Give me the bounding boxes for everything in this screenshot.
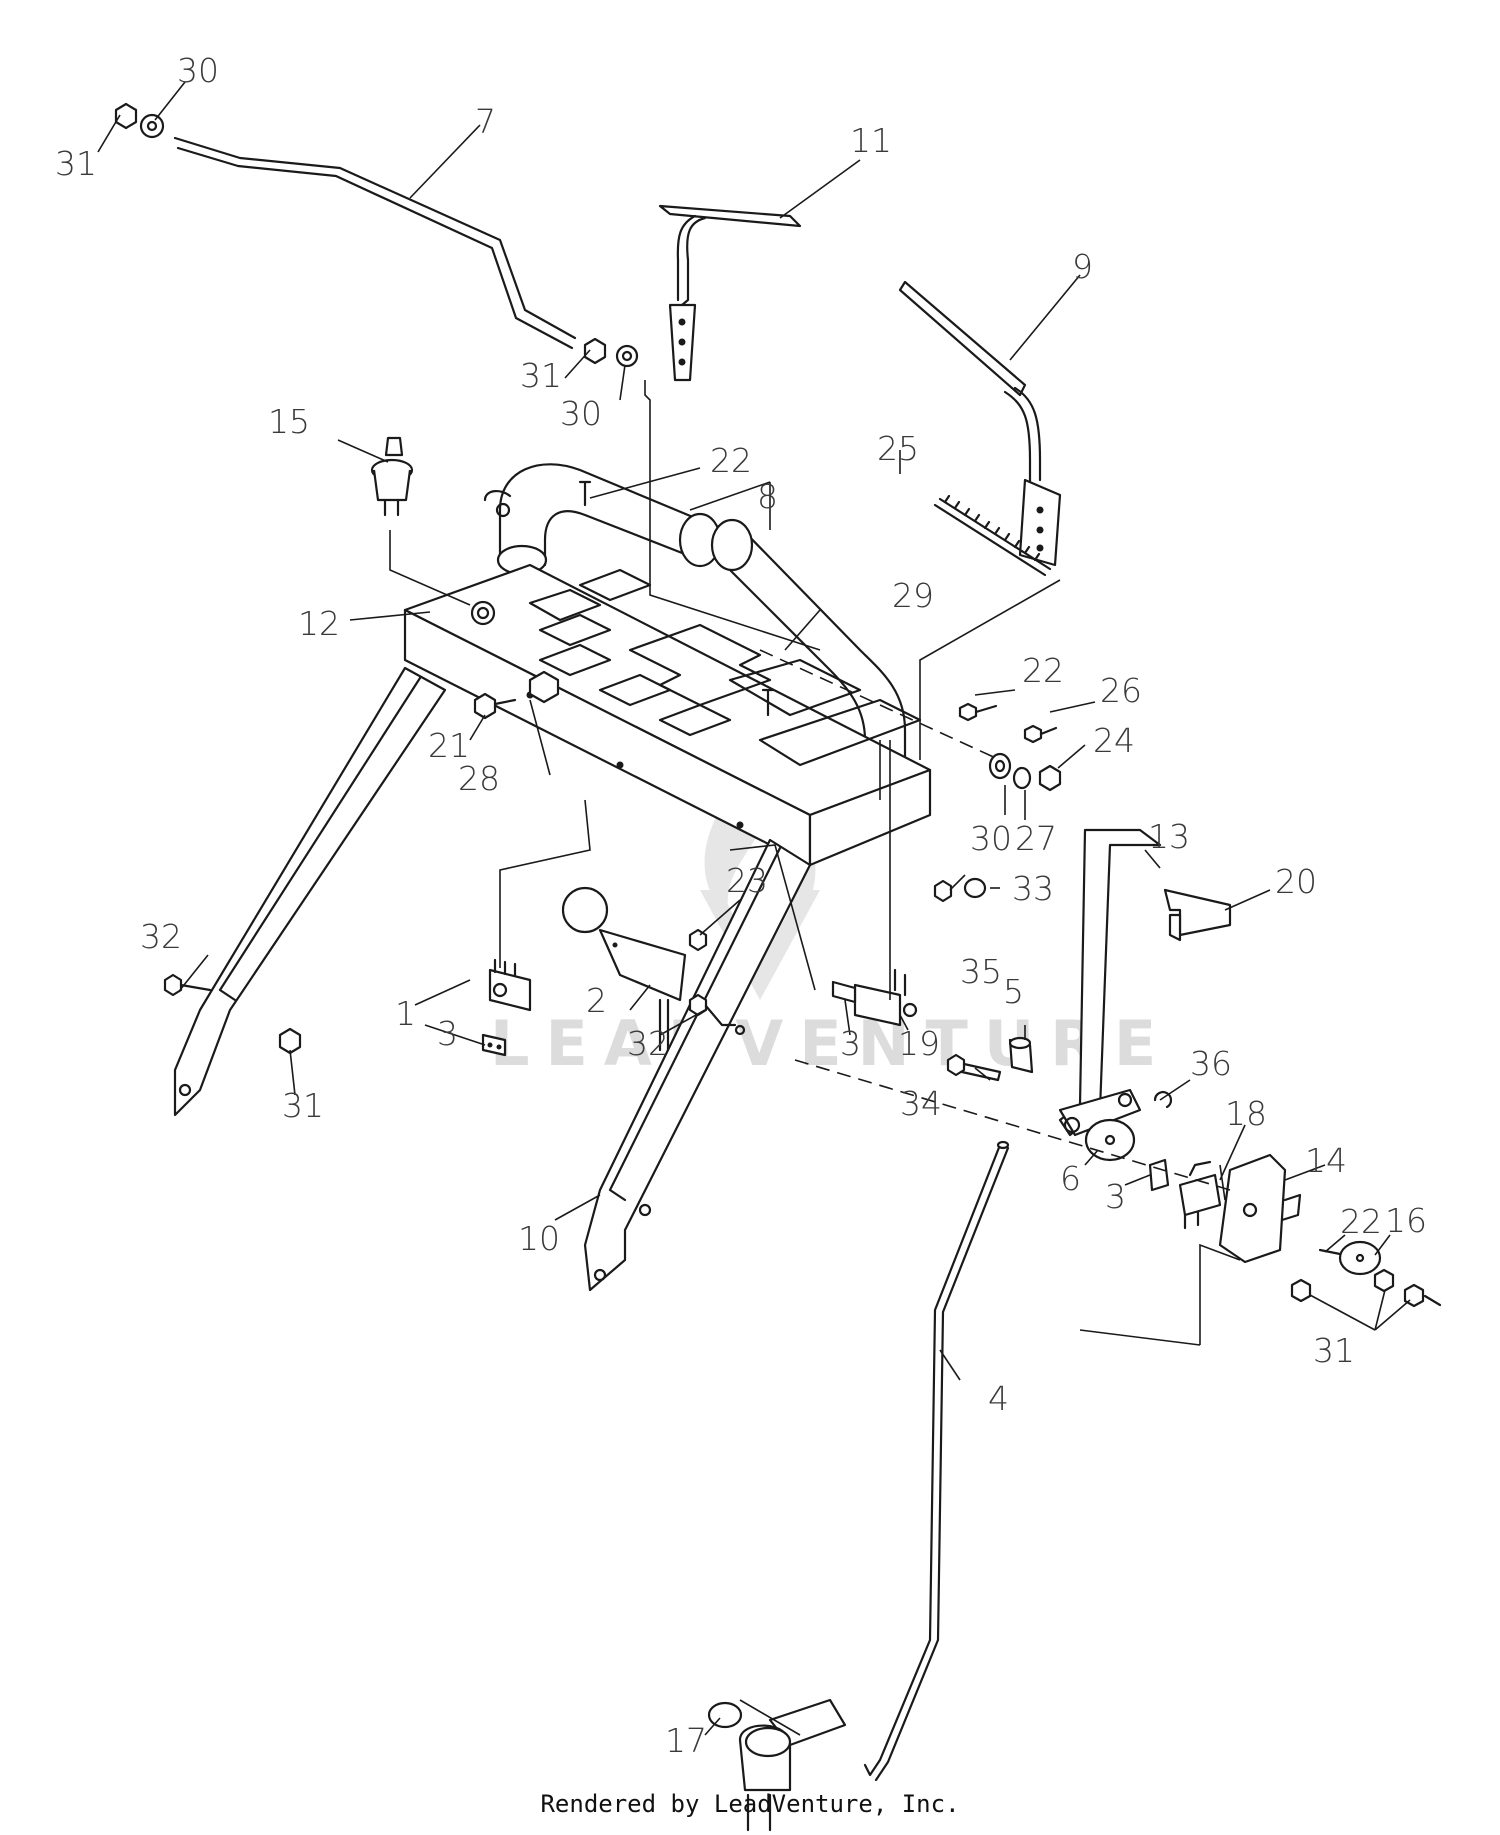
callout-label: 31: [1313, 1331, 1355, 1370]
callout-label: 24: [1093, 721, 1135, 760]
callout-label: 34: [900, 1084, 942, 1123]
callout-label: 26: [1100, 671, 1142, 710]
part-15-key-switch: [370, 436, 414, 517]
callout-label: 9: [1072, 247, 1093, 286]
callout-label: 5: [1003, 972, 1024, 1011]
callout-label: 22: [710, 441, 752, 480]
callout-label: 13: [1148, 817, 1190, 856]
callout-label: 3: [1105, 1177, 1126, 1216]
callout-label: 12: [298, 604, 340, 643]
callout-label: 32: [140, 917, 182, 956]
part-23-nut: [688, 928, 708, 952]
callout-label: 3: [437, 1014, 458, 1053]
part-32-bolts: [163, 973, 746, 1036]
part-18-switch: [1178, 1160, 1222, 1230]
part-20-pedal: [1163, 888, 1232, 942]
callout-label: 31: [520, 356, 562, 395]
callout-label: 8: [757, 477, 778, 516]
part-3-clip-middle: [831, 980, 857, 1004]
callout-label: 3: [840, 1024, 861, 1063]
callout-label: 29: [892, 576, 934, 615]
callout-label: 1: [395, 994, 416, 1033]
callout-label: 4: [988, 1379, 1009, 1418]
part-1-switch: [488, 958, 532, 1012]
part-30-27-24-hardware: [988, 752, 1062, 792]
part-34-bolt: [946, 1053, 1002, 1082]
part-5-bushing: [1008, 1036, 1034, 1074]
part-6-washer: [1084, 1118, 1136, 1162]
alignment-lines: [759, 649, 1231, 1191]
callout-label: 30: [970, 819, 1012, 858]
part-11-lever: [658, 204, 802, 382]
callout-label: 2: [586, 981, 607, 1020]
callout-label: 19: [898, 1024, 940, 1063]
part-21-bolt: [473, 692, 517, 720]
callout-label: 31: [55, 144, 97, 183]
callout-label: 21: [428, 726, 470, 765]
callout-label: 14: [1305, 1141, 1347, 1180]
footer-credit: Rendered by LeadVenture, Inc.: [540, 1790, 960, 1818]
callout-label: 6: [1060, 1159, 1081, 1198]
callout-label: 15: [268, 402, 310, 441]
part-7-rod: [114, 102, 639, 368]
callout-label: 28: [458, 759, 500, 798]
callout-label: 11: [850, 121, 892, 160]
callout-label: 20: [1275, 862, 1317, 901]
part-19-switch: [853, 968, 918, 1027]
part-3-clip-left: [481, 1033, 507, 1057]
part-33-35-hardware: [933, 877, 987, 903]
part-10-right-leg: [583, 838, 812, 1292]
leader-lines: [97, 81, 1411, 1736]
callout-label: 22: [1340, 1202, 1382, 1241]
callout-label: 30: [177, 51, 219, 90]
part-17-pivot: [707, 1698, 847, 1832]
part-31-nut-left: [278, 1027, 302, 1055]
callout-label: 17: [665, 1721, 707, 1760]
left-leg-frame: [173, 666, 447, 1117]
callout-label: 18: [1225, 1094, 1267, 1133]
callout-label: 32: [627, 1024, 669, 1063]
part-25-spring: [933, 494, 1052, 577]
callout-label: 23: [726, 861, 768, 900]
part-2-lever-knob: [561, 886, 687, 1052]
part-14-bracket: [1218, 1153, 1302, 1264]
callout-label: 30: [560, 394, 602, 433]
part-36-ring: [1153, 1091, 1173, 1109]
callout-label: 16: [1385, 1201, 1427, 1240]
part-13-pedal-arm: [1058, 828, 1162, 1137]
callout-label: 22: [1022, 651, 1064, 690]
callout-label: 25: [877, 429, 919, 468]
part-4-long-rod: [863, 1140, 1010, 1782]
part-3-clip-right: [1148, 1158, 1170, 1192]
callout-label: 10: [518, 1219, 560, 1258]
callout-label: 7: [475, 102, 496, 141]
callout-label: 33: [1012, 869, 1054, 908]
part-9-lever: [898, 280, 1062, 567]
callout-label: 35: [960, 952, 1002, 991]
part-22-26-bolts: [578, 480, 1058, 744]
callout-label: 27: [1015, 819, 1057, 858]
callout-label: 36: [1190, 1044, 1232, 1083]
part-12-console: [403, 563, 932, 867]
callout-labels: 31 30 7 11 9 31 30 15 22 8 25 12 29 22 2…: [55, 51, 1427, 1760]
callout-label: 31: [282, 1086, 324, 1125]
